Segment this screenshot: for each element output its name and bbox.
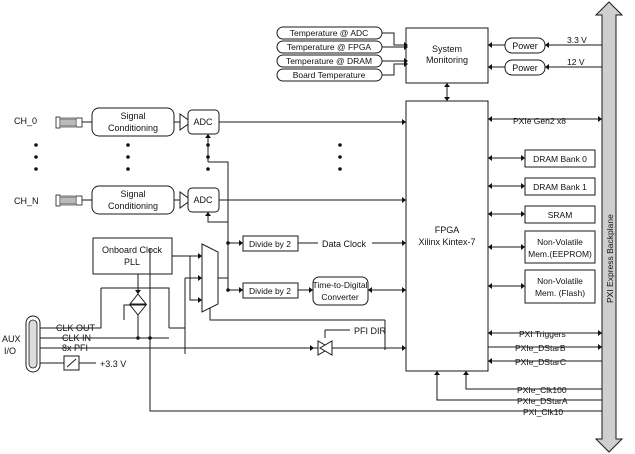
- pll-label-1: Onboard Clock: [102, 245, 163, 255]
- power-label: Power: [512, 63, 538, 73]
- power-rail-3v3: 3.3 V: [567, 35, 587, 45]
- amplifier-icon: [179, 191, 192, 209]
- monitor-input-label: Board Temperature: [293, 70, 366, 80]
- adc-label: ADC: [193, 117, 213, 127]
- eeprom-label-1: Non-Volatile: [537, 237, 583, 247]
- amplifier-icon: [179, 113, 192, 131]
- adc-label: ADC: [193, 195, 213, 205]
- signal-conditioning-label-2: Conditioning: [108, 201, 158, 211]
- monitor-input-label: Temperature @ DRAM: [286, 56, 372, 66]
- power-label: Power: [512, 41, 538, 51]
- sram-label: SRAM: [548, 210, 573, 220]
- bus-gen2-label: PXIe Gen2 x8: [513, 116, 566, 126]
- pxi-express-backplane: PXI Express Backplane: [594, 1, 624, 453]
- bnc-connector-icon: [55, 116, 83, 129]
- monitor-input-label: Temperature @ FPGA: [287, 42, 372, 52]
- bus-signals: PXIe Gen2 x8 PXI Triggers PXIe_DStarB PX…: [149, 116, 602, 417]
- channel-n-path: CH_N Signal Conditioning ADC: [14, 185, 406, 215]
- power-rail-12v: 12 V: [567, 57, 585, 67]
- power-section: Power Power 3.3 V 12 V: [488, 35, 602, 76]
- bus-dstara-label: PXIe_DStarA: [517, 396, 568, 406]
- divide-by-2-label: Divide by 2: [249, 239, 291, 249]
- system-monitoring-label-1: System: [432, 44, 462, 54]
- aux-pfi-label: 8x PFI: [62, 343, 88, 353]
- clock-mux: [201, 243, 219, 313]
- dram-bank-1-label: DRAM Bank 1: [533, 182, 587, 192]
- monitor-input-label: Temperature @ ADC: [290, 28, 369, 38]
- eeprom-label-2: Mem.(EEPROM): [528, 249, 592, 259]
- bus-clk100-label: PXIe_Clk100: [517, 385, 567, 395]
- signal-conditioning-label-2: Conditioning: [108, 123, 158, 133]
- bus-dstarb-label: PXIe_DStarB: [515, 343, 566, 353]
- system-monitoring-box: [405, 27, 489, 84]
- channel-ellipsis: [34, 143, 342, 171]
- tdc-box: [312, 276, 369, 306]
- monitor-inputs: Temperature @ ADC Temperature @ FPGA Tem…: [276, 26, 383, 82]
- bus-triggers-label: PXI Triggers: [519, 329, 566, 339]
- divide-by-2-label: Divide by 2: [249, 286, 291, 296]
- pfi-dir-label: PFI DIR: [354, 326, 387, 336]
- pll-label-2: PLL: [124, 257, 140, 267]
- tdc-label-2: Converter: [321, 292, 358, 302]
- buffer-icon: [128, 304, 148, 316]
- flash-box: [524, 269, 596, 304]
- fpga-label: FPGA: [435, 225, 460, 235]
- flash-label-2: Mem. (Flash): [535, 288, 585, 298]
- data-clock-label: Data Clock: [322, 239, 367, 249]
- bus-dstarc-label: PXIe_DStarC: [515, 357, 566, 367]
- signal-conditioning-label-1: Signal: [120, 111, 145, 121]
- aux-label-1: AUX: [2, 334, 21, 344]
- aux-clk-in-label: CLK IN: [62, 333, 91, 343]
- signal-conditioning-label-1: Signal: [120, 189, 145, 199]
- clock-io-buffers: [40, 274, 170, 340]
- bus-clk10-label: PXI_Clk10: [523, 407, 563, 417]
- system-monitoring-label-2: Monitoring: [426, 55, 468, 65]
- aux-clk-out-label: CLK OUT: [56, 323, 96, 333]
- memory-section: DRAM Bank 0 DRAM Bank 1 SRAM Non-Volatil…: [488, 149, 596, 304]
- tdc-label-1: Time-to-Digital: [313, 280, 368, 290]
- aux-power-label: +3.3 V: [100, 359, 126, 369]
- flash-label-1: Non-Volatile: [537, 276, 583, 286]
- onboard-clock-pll-box: [92, 237, 173, 275]
- aux-label-2: I/O: [4, 346, 16, 356]
- backplane-label: PXI Express Backplane: [605, 214, 615, 303]
- fpga-box: [405, 100, 489, 372]
- channel-0-path: CH_0 Signal Conditioning ADC: [14, 107, 406, 162]
- fpga-part-label: Xilinx Kintex-7: [418, 237, 475, 247]
- channel-first-label: CH_0: [14, 116, 37, 126]
- channel-last-label: CH_N: [14, 196, 39, 206]
- aux-io-connector: AUX I/O: [2, 315, 41, 373]
- dram-bank-0-label: DRAM Bank 0: [533, 154, 587, 164]
- buffer-icon: [128, 293, 148, 305]
- bnc-connector-icon: [55, 194, 83, 207]
- monitor-input-wires: [382, 32, 408, 76]
